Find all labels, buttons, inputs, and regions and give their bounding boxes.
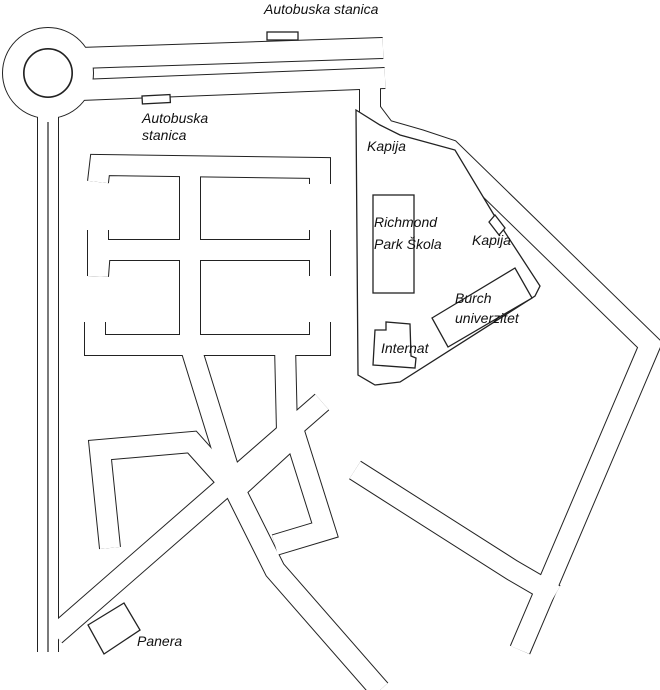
label-university: Burch univerzitet: [455, 290, 519, 326]
bus-stop-bottom: [141, 93, 172, 105]
label-bus-station-top: Autobuska stanica: [264, 1, 379, 17]
label-gate-2: Kapija: [472, 232, 511, 248]
label-internat: Internat: [381, 340, 429, 356]
road-fills: [3, 28, 660, 690]
burch-building: [431, 267, 533, 348]
richmond-building: [372, 194, 415, 294]
panera-building: [87, 602, 141, 655]
bus-stop-top: [266, 31, 299, 41]
label-school: Richmond Park Škola: [374, 214, 442, 252]
internat-building: [372, 321, 417, 369]
roundabout-center: [23, 48, 73, 98]
gate-marker: [488, 213, 506, 237]
label-gate-1: Kapija: [367, 138, 406, 154]
label-bus-station-bottom: Autobuska stanica: [142, 110, 209, 143]
label-panera: Panera: [137, 633, 183, 649]
